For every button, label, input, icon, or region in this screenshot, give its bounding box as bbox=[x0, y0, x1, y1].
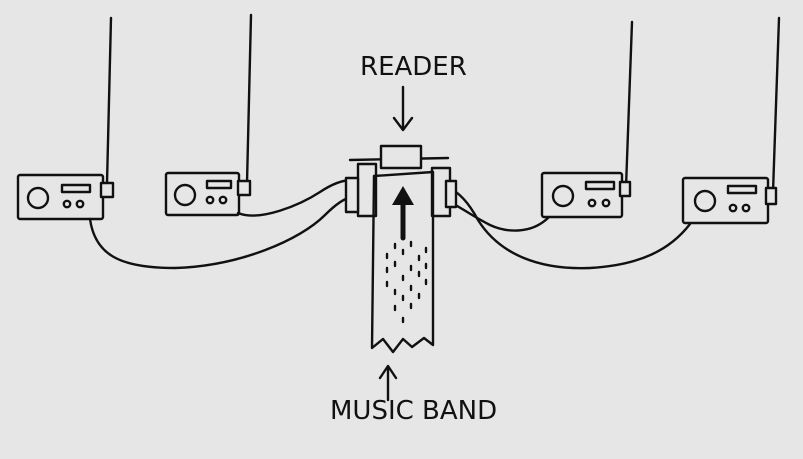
radio-3-speaker bbox=[551, 184, 575, 208]
radio-4 bbox=[681, 16, 781, 225]
band-arrow-head bbox=[392, 186, 414, 205]
band-top-edge bbox=[372, 170, 435, 178]
radio-2-side-tab bbox=[236, 179, 252, 197]
radio-1 bbox=[16, 16, 115, 221]
radio-3 bbox=[540, 20, 634, 219]
radio-2 bbox=[164, 13, 253, 217]
radio-1-side-tab bbox=[99, 181, 115, 199]
radio-1-speaker bbox=[26, 186, 50, 210]
radio-3-knob-right bbox=[601, 198, 611, 208]
reader-pointer-arrow bbox=[392, 85, 414, 132]
radio-2-antenna bbox=[245, 13, 253, 185]
radio-4-knob-right bbox=[741, 203, 751, 213]
reader-label: READER bbox=[360, 52, 467, 82]
radio-1-display bbox=[60, 183, 92, 194]
radio-4-knob-left bbox=[728, 203, 738, 213]
radio-2-speaker bbox=[173, 183, 197, 207]
radio-2-body bbox=[164, 171, 241, 217]
radio-2-knob-right bbox=[218, 195, 228, 205]
radio-4-speaker bbox=[693, 189, 717, 213]
radio-2-knob-left bbox=[205, 195, 215, 205]
reader-top-housing bbox=[379, 144, 423, 170]
radio-3-display bbox=[584, 180, 616, 191]
radio-4-antenna bbox=[771, 16, 781, 194]
cable-radio-4 bbox=[445, 185, 692, 270]
music-band-label: MUSIC BAND bbox=[330, 396, 498, 426]
band-pointer-arrow bbox=[378, 364, 398, 402]
radio-3-knob-left bbox=[587, 198, 597, 208]
band-holes bbox=[385, 240, 428, 324]
radio-1-knob-left bbox=[62, 199, 72, 209]
radio-4-display bbox=[726, 184, 758, 195]
music-band-strip bbox=[370, 170, 435, 354]
reader-left-port bbox=[344, 176, 360, 214]
radio-2-display bbox=[205, 179, 233, 190]
radio-3-side-tab bbox=[618, 180, 632, 198]
radio-3-antenna bbox=[624, 20, 634, 189]
reader-right-port bbox=[444, 179, 458, 209]
radio-1-knob-right bbox=[75, 199, 85, 209]
radio-1-body bbox=[16, 173, 105, 221]
radio-1-antenna bbox=[105, 16, 113, 185]
cable-radio-2 bbox=[236, 178, 354, 217]
cable-radio-3 bbox=[445, 199, 550, 232]
radio-4-side-tab bbox=[764, 186, 778, 206]
reader-device bbox=[344, 144, 458, 218]
cable-radio-1 bbox=[88, 195, 354, 270]
band-outline bbox=[370, 170, 435, 354]
